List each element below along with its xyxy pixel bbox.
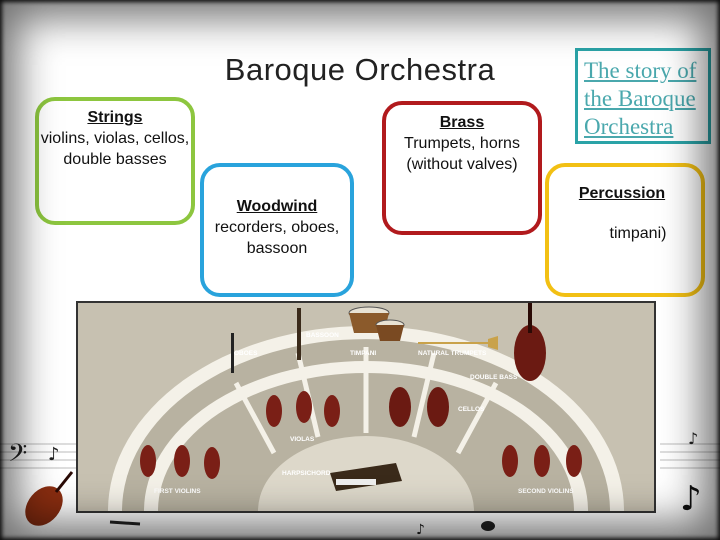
label-natural-trumpets: NATURAL TRUMPETS [418, 350, 487, 357]
label-harpsichord: HARPSICHORD [282, 470, 331, 477]
bass-clef-icon: 𝄢 [8, 439, 27, 474]
oboe-icon [231, 333, 234, 373]
percussion-box: Percussion timpani) [545, 163, 705, 297]
label-timpani: TIMPANI [350, 350, 376, 357]
double-bass-icon [514, 303, 546, 381]
percussion-text: timpani) [609, 225, 667, 242]
music-note-icon: ♪ [48, 444, 60, 465]
woodwind-text: recorders, oboes, bassoon [214, 219, 340, 257]
label-first-violins: FIRST VIOLINS [154, 488, 201, 495]
music-note-icon: ♪ [688, 429, 698, 448]
label-second-violins: SECOND VIOLINS [518, 488, 574, 495]
story-link[interactable]: The story of the Baroque Orchestra [575, 48, 711, 144]
violin-icons [140, 391, 582, 479]
woodwind-box: Woodwind recorders, oboes, bassoon [200, 163, 354, 297]
stroke-mark [109, 520, 141, 526]
violin-icon [25, 471, 74, 526]
story-link-text[interactable]: The story of the Baroque Orchestra [584, 58, 697, 139]
music-note-icon: ♪ [680, 479, 702, 519]
bassoon-icon [297, 308, 301, 360]
strings-text: violins, violas, cellos, double basses [40, 130, 190, 168]
label-violas: VIOLAS [290, 436, 315, 443]
decor-left: 𝄢 ♪ [0, 439, 76, 526]
strings-heading: Strings [87, 109, 143, 126]
page-title: Baroque Orchestra [224, 52, 496, 87]
brass-text: Trumpets, horns (without valves) [404, 135, 520, 173]
percussion-heading: Percussion [578, 185, 666, 202]
decor-bottom: ♪ [109, 520, 495, 538]
timpani-icon [348, 306, 405, 341]
brass-box: Brass Trumpets, horns (without valves) [382, 101, 542, 235]
label-bassoon: BASSOON [306, 332, 339, 339]
strings-box: Strings violins, violas, cellos, double … [35, 97, 195, 225]
cello-icons [389, 387, 449, 427]
label-double-bass: DOUBLE BASS [470, 374, 518, 381]
woodwind-heading: Woodwind [236, 198, 318, 215]
decor-right: ♪ ♪ [660, 429, 720, 519]
label-oboes: OBOES [234, 350, 258, 357]
label-cellos: CELLOS [458, 406, 485, 413]
seating-chart-svg: BASSOON OBOES TIMPANI NATURAL TRUMPETS D… [108, 303, 624, 511]
harpsichord-icon [330, 463, 402, 491]
note-head-icon [481, 521, 495, 531]
staff-lines-icon [0, 443, 76, 469]
brass-heading: Brass [439, 114, 485, 131]
music-note-icon: ♪ [416, 522, 425, 538]
staff-lines-icon [660, 443, 720, 469]
orchestra-seating-diagram: BASSOON OBOES TIMPANI NATURAL TRUMPETS D… [76, 301, 656, 513]
natural-trumpet-icon [418, 336, 498, 350]
